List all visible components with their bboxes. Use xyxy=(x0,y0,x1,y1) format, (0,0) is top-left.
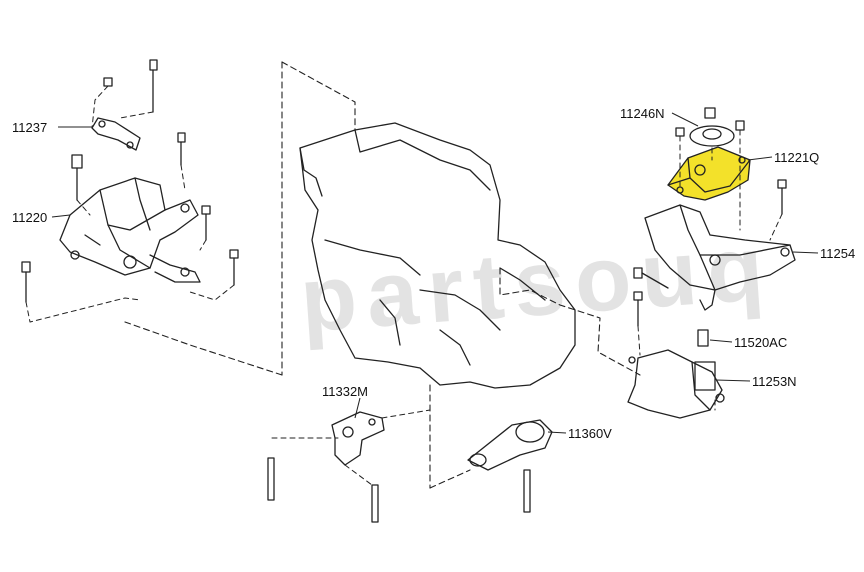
mount-11332M xyxy=(267,411,385,523)
right-bolts xyxy=(633,179,787,347)
part-label-11246N: 11246N xyxy=(620,106,665,121)
part-label-11237: 11237 xyxy=(12,120,48,135)
bracket-11254 xyxy=(644,204,796,311)
torque-rod-11360V xyxy=(467,419,553,513)
part-label-11332M: 11332M xyxy=(322,384,369,399)
mount-11221Q xyxy=(667,146,751,201)
part-label-11220: 11220 xyxy=(12,210,48,225)
part-label-11253N: 11253N xyxy=(752,374,797,389)
part-label-11254: 11254 xyxy=(820,246,856,261)
bracket-11253N xyxy=(627,349,725,419)
part-label-11221Q: 11221Q xyxy=(774,150,820,165)
mount-11332M-leaders xyxy=(271,409,431,486)
part-label-11360V: 11360V xyxy=(568,426,612,441)
right-leaders xyxy=(637,129,783,411)
left-bolts xyxy=(21,59,239,303)
cap-11246N xyxy=(675,107,745,147)
left-leaders xyxy=(25,85,235,323)
part-label-11520AC: 11520AC xyxy=(734,335,788,350)
engine-block xyxy=(299,122,576,389)
engine-leaders xyxy=(124,61,641,489)
left-mount-11220 xyxy=(59,177,201,283)
bracket-11237 xyxy=(91,117,141,151)
